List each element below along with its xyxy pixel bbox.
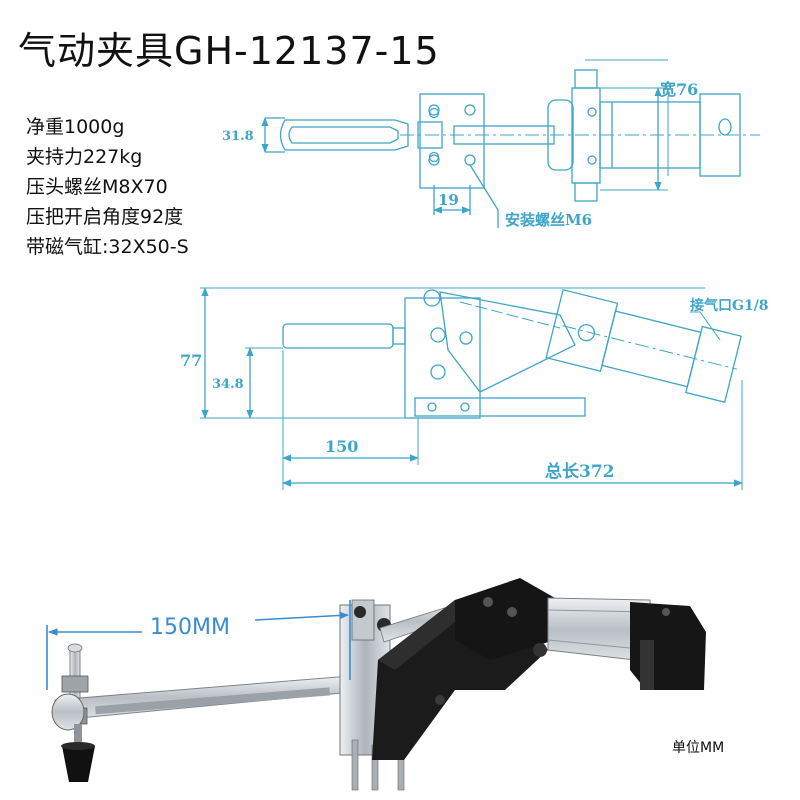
spec-clamp-force: 夹持力227kg [26, 146, 143, 168]
spec-open-angle: 压把开启角度92度 [26, 206, 184, 228]
unit-label: 单位MM [672, 740, 725, 756]
dim-total-height: 77 [180, 351, 202, 370]
dim-base-height: 34.8 [212, 377, 244, 392]
product-photo [51, 578, 706, 791]
top-view-drawing [261, 59, 760, 228]
page-title: 气动夹具GH-12137-15 [18, 29, 440, 73]
mount-screw-label: 安装螺丝M6 [505, 211, 592, 229]
dim-total-length: 总长372 [545, 461, 615, 482]
spec-cylinder: 带磁气缸:32X50-S [26, 236, 189, 258]
dim-offset: 19 [438, 191, 459, 209]
photo-reach-label: 150MM [150, 615, 230, 640]
dim-handle-height: 31.8 [222, 129, 254, 144]
dim-width: 宽76 [660, 80, 698, 99]
air-port-label: 接气口G1/8 [690, 297, 769, 314]
photo-reach-dimension [46, 600, 351, 690]
side-view-drawing [200, 287, 743, 490]
spec-list: 净重1000g 夹持力227kg 压头螺丝M8X70 压把开启角度92度 带磁气… [26, 112, 189, 262]
dim-reach: 150 [325, 437, 358, 456]
spec-press-screw: 压头螺丝M8X70 [26, 176, 168, 198]
spec-weight: 净重1000g [26, 116, 125, 138]
